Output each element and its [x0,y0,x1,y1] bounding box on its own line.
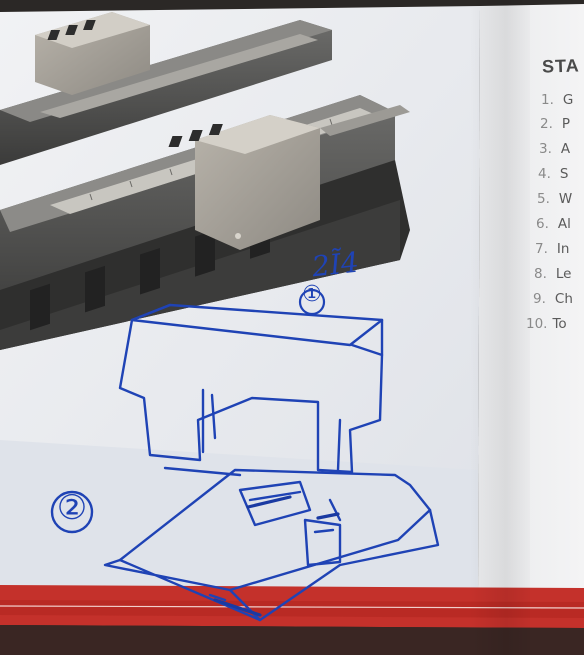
ink-sketch [103,303,440,622]
table-edge [0,625,584,655]
circle-marker-two [50,490,94,534]
label-two: ② [56,488,88,528]
ink-scribbles [213,495,340,617]
right-page [478,4,584,600]
circle-marker-one [298,288,326,316]
label-one: ① [302,282,322,307]
handwritten-note: 2Ĩ4 [310,245,361,284]
machine-illustration [0,12,410,350]
